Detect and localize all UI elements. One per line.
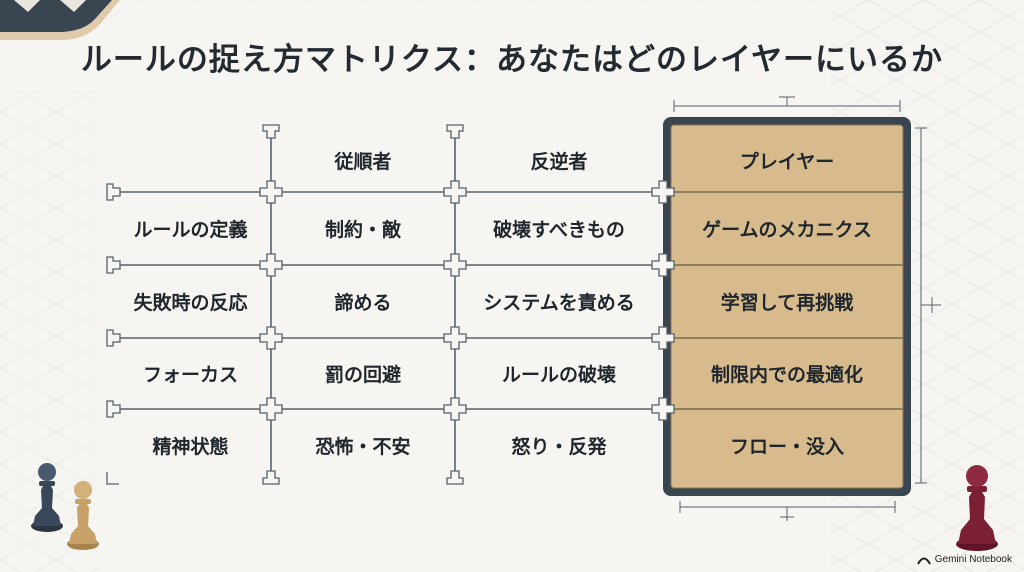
row-label-focus: フォーカス [142,364,238,386]
highlight-row-dividers [671,191,903,410]
cell-player-rule-definition: ゲームのメカニクス [702,219,872,241]
bg-grid-top [100,0,1000,30]
notebook-logo-icon [916,557,931,565]
row-label-rule-definition: ルールの定義 [133,219,248,241]
pawn-navy-icon [31,463,63,532]
watermark: Gemini Notebook [916,554,1012,565]
grid-caps [106,124,464,485]
row-label-failure-reaction: 失敗時の反応 [133,292,248,314]
column-header-obedient: 従順者 [334,151,392,173]
dimension-lines [673,96,941,521]
cell-rebel-mental-state: 怒り・反発 [511,436,607,458]
cell-obedient-mental-state: 恐怖・不安 [315,436,411,458]
watermark-text: Gemini Notebook [934,554,1012,565]
row-label-mental-state: 精神状態 [152,436,229,458]
cell-rebel-rule-definition: 破壊すべきもの [493,219,625,241]
cell-player-failure-reaction: 学習して再挑戦 [720,292,854,314]
column-header-player: プレイヤー [739,151,835,173]
cell-obedient-rule-definition: 制約・敵 [324,219,401,241]
cell-obedient-focus: 罰の回避 [324,364,401,386]
column-header-rebel: 反逆者 [530,151,588,173]
pawn-crimson-icon [956,465,998,551]
cell-obedient-failure-reaction: 諦める [334,292,392,314]
player-column-highlight [663,117,911,496]
page-title: ルールの捉え方マトリクス：あなたはどのレイヤーにいるか [80,42,944,78]
cell-rebel-failure-reaction: システムを責める [483,292,635,314]
cell-player-focus: 制限内での最適化 [710,364,863,386]
cell-player-mental-state: フロー・没入 [729,436,844,458]
cell-rebel-focus: ルールの破壊 [501,364,616,386]
corner-tile-decoration [0,0,120,40]
pawn-gold-icon [67,481,99,550]
